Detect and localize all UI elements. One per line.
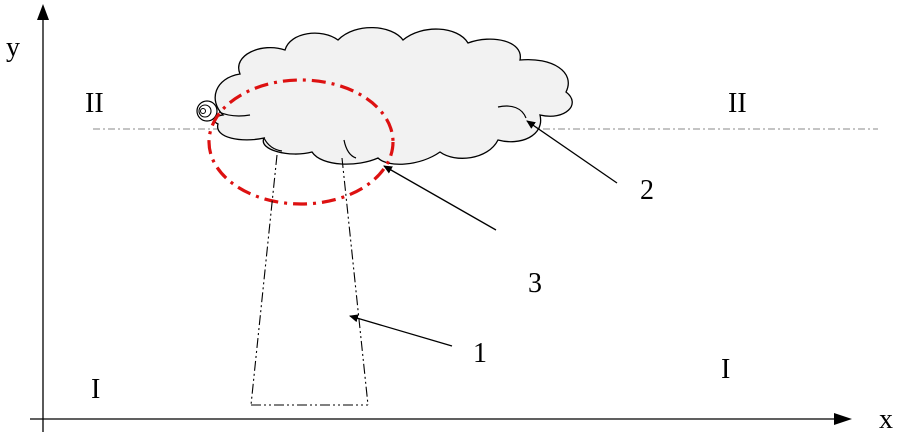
callout-arrow-3	[383, 165, 497, 231]
y-axis-arrowhead-icon	[37, 4, 49, 20]
region-label-upper-right: II	[728, 88, 747, 119]
callout-label-3: 3	[528, 268, 542, 299]
region-label-upper-left: II	[85, 88, 104, 119]
region-label-lower-left: I	[91, 374, 100, 405]
spiral-source-icon	[196, 100, 218, 122]
cloud-inner-curve	[343, 139, 357, 159]
highlight-ellipse	[207, 78, 395, 206]
y-axis-label: y	[6, 32, 20, 63]
x-axis-label: x	[879, 404, 893, 432]
callout-arrow-2	[526, 120, 618, 184]
cloud-inner-curve	[218, 111, 251, 117]
cloud-inner-curve	[497, 105, 527, 119]
cloud-shape	[213, 27, 573, 165]
callout-label-2: 2	[640, 175, 654, 206]
callout-label-1: 1	[473, 338, 487, 369]
region-label-lower-right: I	[721, 354, 730, 385]
cloud-inner-curve	[263, 137, 283, 152]
x-axis-arrowhead-icon	[834, 413, 852, 425]
plume-trapezoid	[250, 154, 369, 406]
callout-arrow-1	[349, 314, 453, 347]
